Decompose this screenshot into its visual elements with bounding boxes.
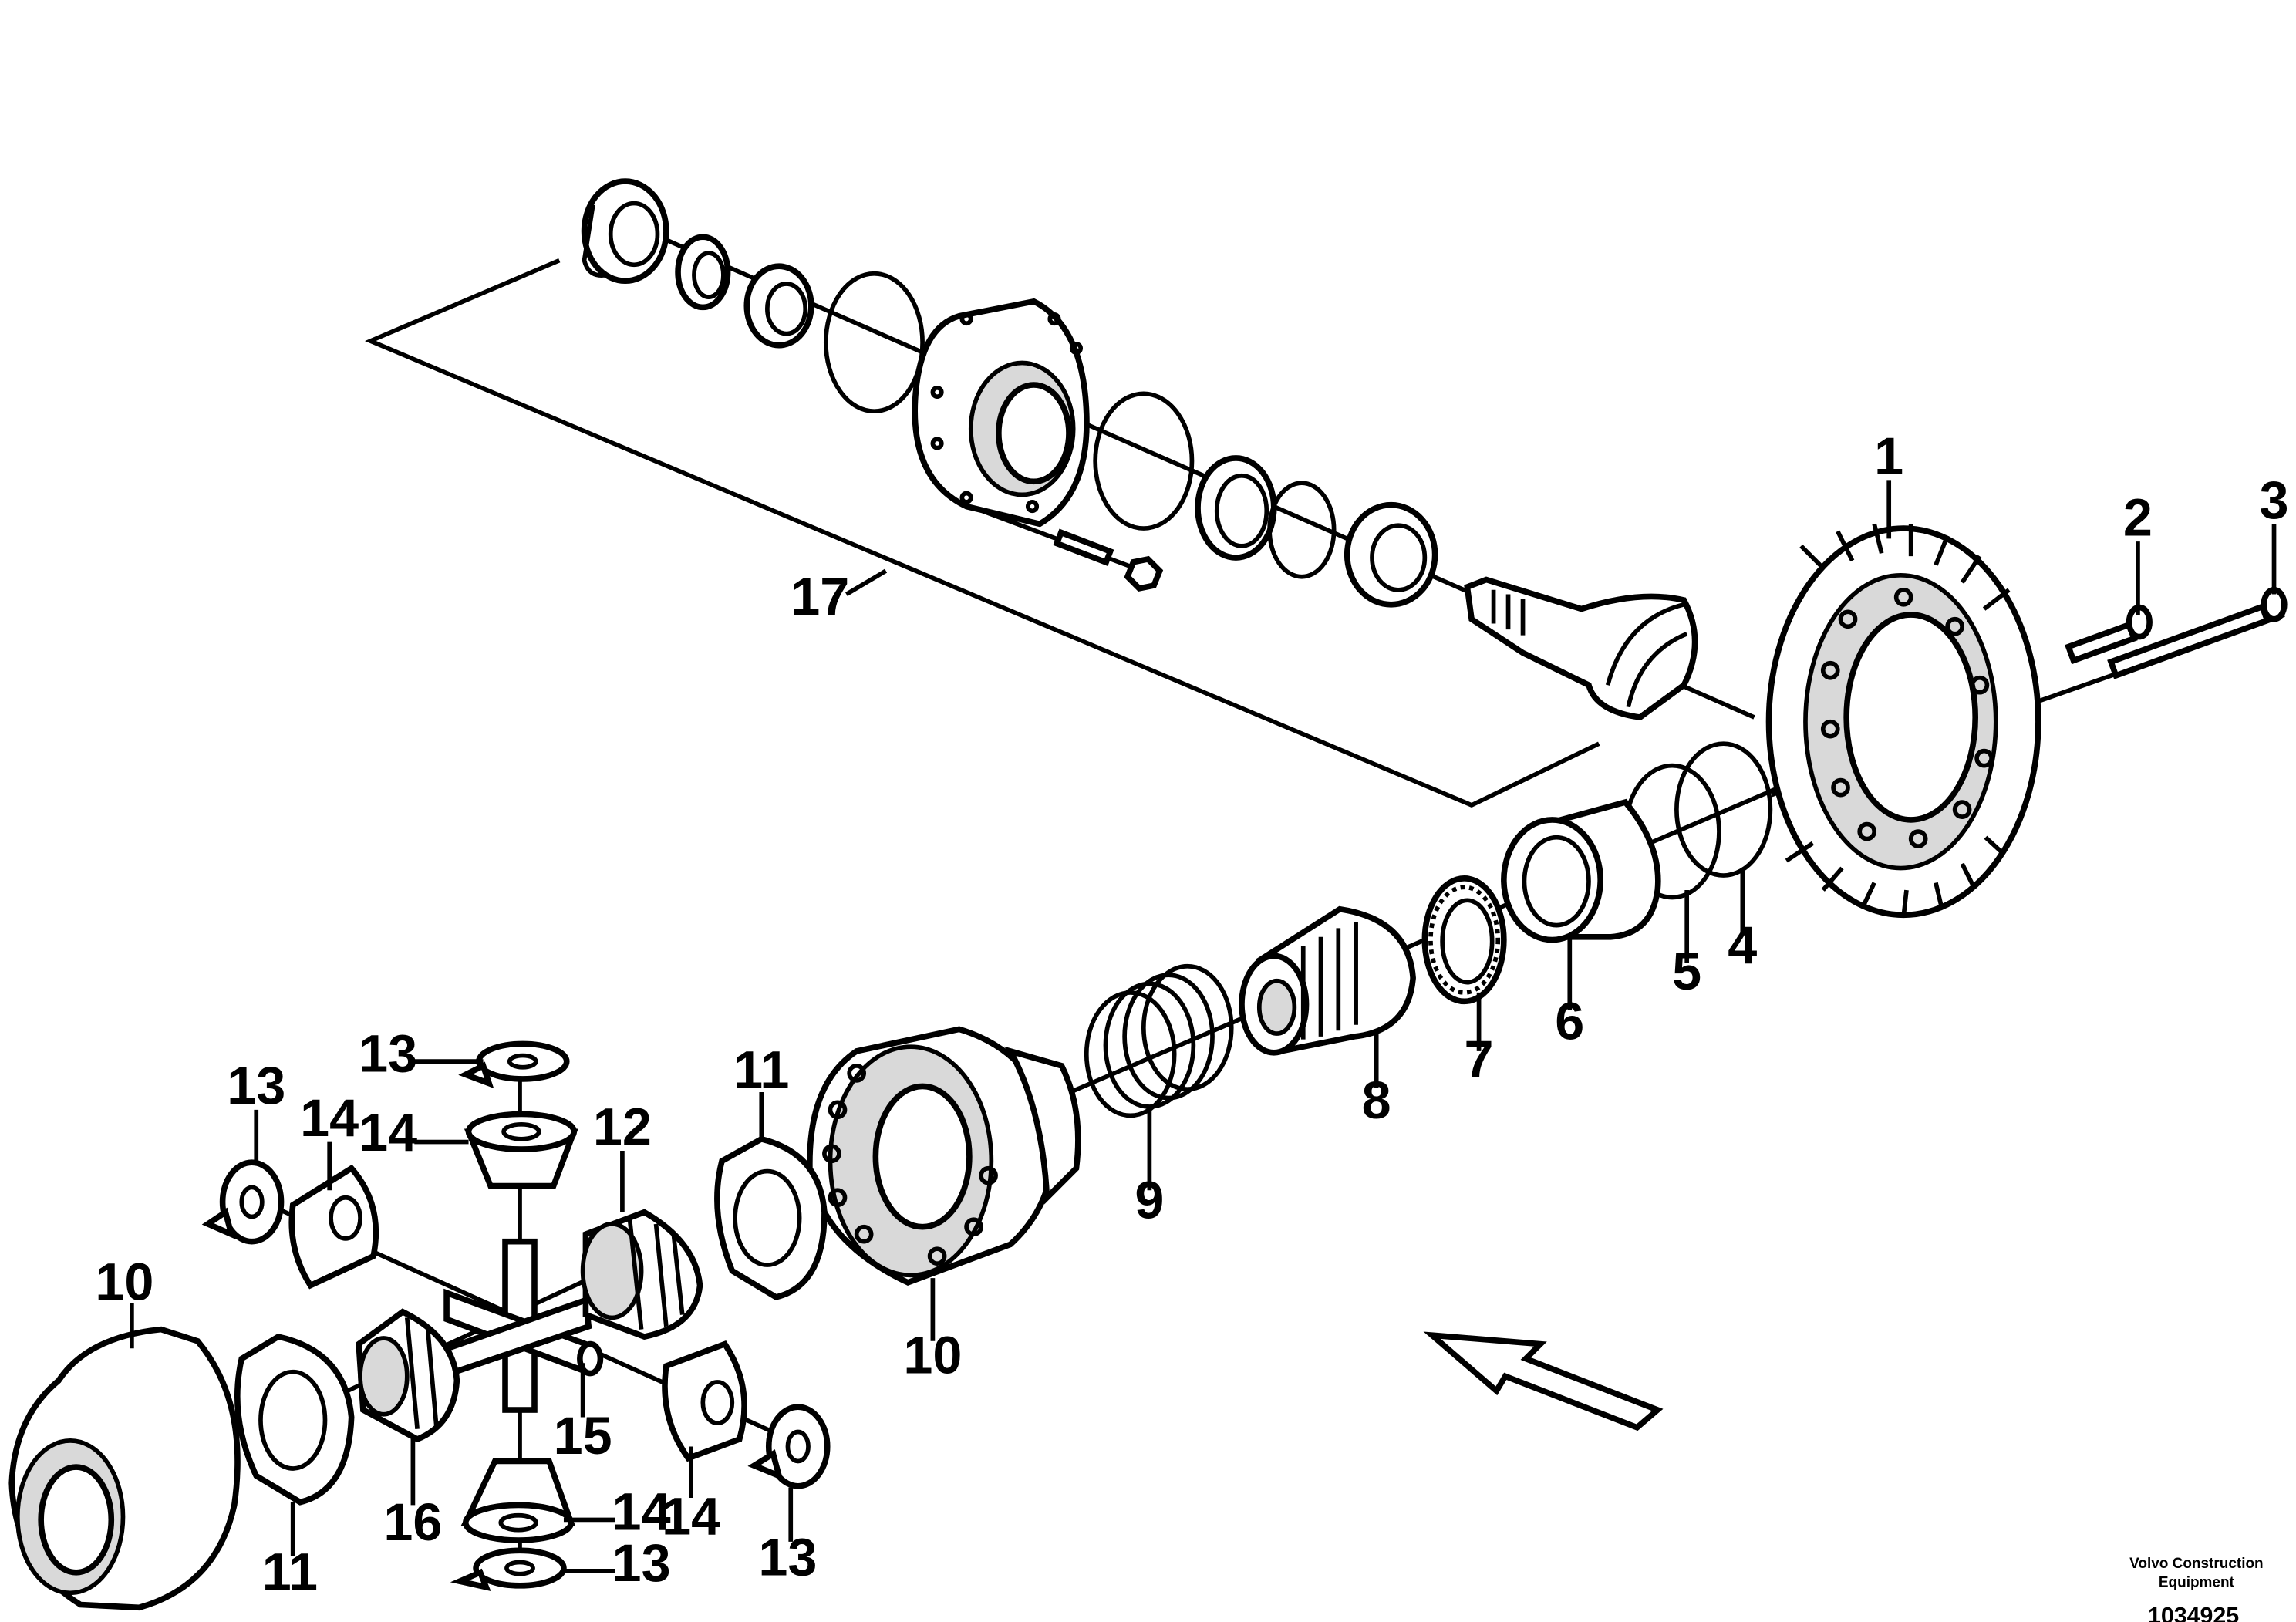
callout-11-upper: 11	[733, 1040, 789, 1099]
differential-gear-cluster	[8, 1040, 831, 1611]
thrust-washer-11-upper	[714, 1135, 828, 1300]
callout-16: 16	[383, 1493, 442, 1552]
callout-13-left: 13	[227, 1057, 285, 1115]
pinion-housing-assembly	[365, 178, 1755, 808]
pinion-gear-14-right	[662, 1340, 747, 1462]
callout-13-top: 13	[359, 1024, 417, 1083]
callout-10-lower: 10	[95, 1253, 153, 1312]
callout-11-lower: 11	[262, 1543, 318, 1602]
upper-o-ring-1	[823, 271, 925, 414]
callout-7: 7	[1465, 1030, 1494, 1089]
shim-ring-4	[1674, 741, 1773, 878]
callout-13-right: 13	[758, 1529, 817, 1587]
callout-6: 6	[1555, 993, 1584, 1051]
document-number: 1034925	[2148, 1603, 2239, 1622]
crown-wheel	[1765, 523, 2041, 919]
pinion-gear-14-left	[288, 1164, 379, 1290]
callout-14-left: 14	[300, 1089, 359, 1148]
thrust-washer-13-right	[747, 1404, 831, 1489]
callout-1: 1	[1874, 427, 1903, 486]
upper-o-ring-2	[1093, 391, 1195, 531]
differential-case-half-10	[807, 1026, 1081, 1286]
upper-o-ring-3	[1267, 481, 1337, 579]
stud-and-nut	[977, 507, 1164, 592]
callout-8: 8	[1362, 1071, 1391, 1130]
upper-cup-ring	[675, 234, 731, 311]
callout-12: 12	[593, 1098, 652, 1156]
splined-hub-8	[1239, 905, 1416, 1056]
pinion-gear-14-top	[464, 1111, 578, 1189]
callout-2: 2	[2123, 489, 2153, 548]
upper-bearing-3	[1344, 501, 1438, 608]
group-17-bracket	[365, 258, 1600, 808]
pinion-housing	[912, 298, 1090, 528]
callout-17: 17	[791, 568, 849, 626]
callout-3: 3	[2260, 471, 2289, 530]
thrust-washer-13-bottom	[450, 1547, 567, 1592]
forward-direction-arrow	[1423, 1331, 1664, 1431]
thrust-washer-13-top	[458, 1040, 570, 1088]
callout-4: 4	[1728, 916, 1757, 975]
differential-stack	[714, 741, 1780, 1300]
upper-bearing-2	[743, 263, 814, 349]
credit-company-line1: Volvo Construction	[2129, 1556, 2264, 1572]
crown-wheel-group	[1765, 523, 2288, 919]
callout-labels: 1 2 3 4 5 6 7 8 9 10 10 11 11 12 13 13 1…	[95, 427, 2288, 1602]
callout-14-bottom: 14	[612, 1483, 671, 1542]
callout-14-top: 14	[359, 1104, 417, 1162]
thrust-washer-13-left	[201, 1159, 285, 1245]
bolt-long	[2107, 587, 2288, 679]
bearing-cup-6	[1501, 798, 1661, 943]
credit-company-line2: Equipment	[2159, 1575, 2235, 1591]
callout-10-upper: 10	[903, 1327, 962, 1385]
upper-seal	[1195, 455, 1277, 561]
thrust-washer-11-lower	[234, 1334, 355, 1506]
pinion-gear-14-bottom	[460, 1458, 575, 1543]
callout-14-right: 14	[662, 1487, 720, 1546]
upper-bearing-1	[581, 178, 669, 285]
callout-5: 5	[1672, 943, 1701, 1001]
callout-15: 15	[554, 1407, 612, 1465]
leader-lines	[130, 480, 2277, 1573]
thrust-bearing-7	[1421, 875, 1507, 1005]
side-gear-16	[356, 1308, 460, 1443]
callout-9: 9	[1135, 1171, 1164, 1229]
pinion-shaft	[1464, 576, 1698, 720]
callout-13-bottom: 13	[612, 1534, 671, 1593]
bolt-short	[2065, 604, 2153, 665]
side-gear-12	[580, 1209, 703, 1340]
credit-block: Volvo Construction Equipment 1034925	[2129, 1556, 2264, 1622]
spider-cross-15	[436, 1238, 604, 1413]
spring-stack-9	[1084, 963, 1234, 1118]
differential-case-half-10-lower	[8, 1326, 241, 1611]
